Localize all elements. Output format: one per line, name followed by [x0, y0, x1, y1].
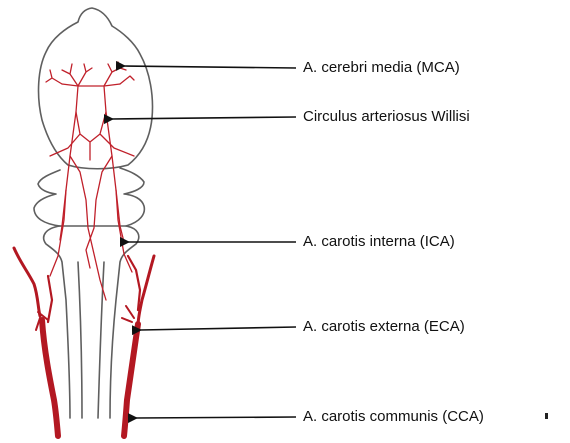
left-internal-carotid: [48, 276, 52, 322]
cerebral-arteries: [46, 62, 134, 300]
mca-branches-left: [46, 64, 92, 86]
right-common-carotid: [124, 324, 138, 436]
vertebral-arteries: [50, 156, 132, 300]
label-cca: A. carotis communis (CCA): [303, 408, 484, 426]
right-external-branch: [122, 306, 134, 322]
label-mca: A. cerebri media (MCA): [303, 59, 460, 77]
basilar-artery: [60, 112, 124, 242]
arrow-cow: [112, 117, 296, 119]
midbrain-outline: [34, 168, 144, 226]
label-eca: A. carotis externa (ECA): [303, 318, 465, 336]
stray-mark: [545, 413, 548, 419]
circle-of-willis: [50, 84, 134, 160]
carotid-arteries: [14, 248, 154, 436]
left-external-carotid: [14, 248, 40, 316]
label-ica: A. carotis interna (ICA): [303, 233, 455, 251]
arrow-eca: [140, 327, 296, 330]
arrow-mca: [124, 66, 296, 68]
pointer-arrows: [112, 66, 296, 418]
right-internal-carotid: [128, 256, 140, 310]
label-circle-of-willis: Circulus arteriosus Willisi: [303, 108, 470, 126]
left-common-carotid: [42, 320, 58, 436]
cerebrum-outline: [39, 8, 153, 169]
arrow-cca: [136, 417, 296, 418]
spinal-cord-outline: [78, 262, 82, 418]
